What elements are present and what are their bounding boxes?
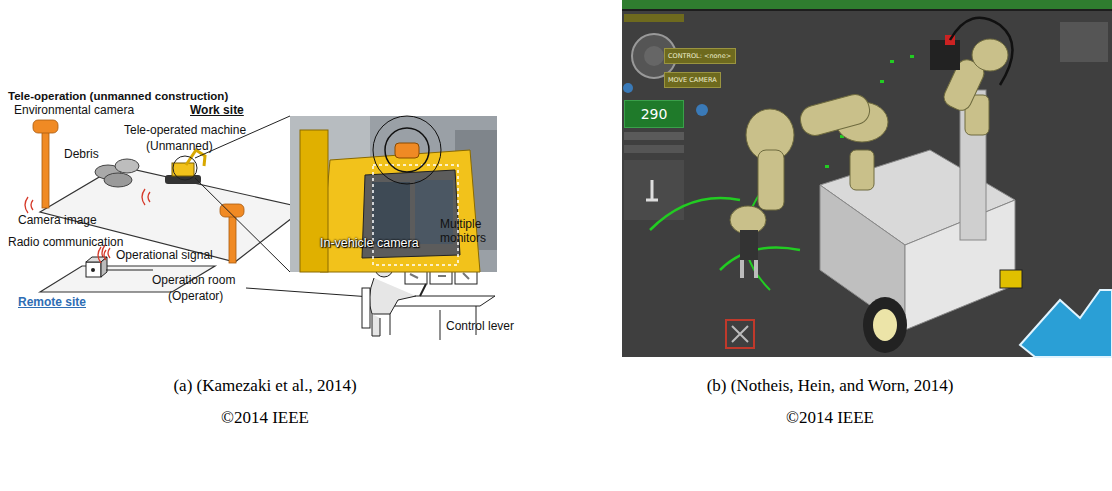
subfigure-caption: (a) (Kamezaki et al., 2014) <box>173 376 356 396</box>
value-display: 290 <box>624 100 684 128</box>
site-label: Remote site <box>18 296 86 310</box>
control-button: CONTROL: <none> <box>664 48 736 64</box>
part-label: (Unmanned) <box>146 140 213 154</box>
part-label: Environmental camera <box>14 104 134 118</box>
part-label: Multiple monitors <box>440 218 502 246</box>
copyright-note: ©2014 IEEE <box>221 408 309 428</box>
site-label: Work site <box>190 104 244 118</box>
figure-heading: Tele-operation (unmanned construction) <box>8 90 228 103</box>
part-label: Radio communication <box>8 236 123 250</box>
node-text: 290 <box>630 106 678 122</box>
control-button: MOVE CAMERA <box>664 72 721 88</box>
part-label: Debris <box>64 148 99 162</box>
part-label: (Operator) <box>168 290 223 304</box>
node-text: MOVE CAMERA <box>668 76 717 84</box>
part-label: Camera image <box>18 214 97 228</box>
camera-callout: In-vehicle camera <box>316 232 423 254</box>
part-label: Operation room <box>152 274 235 288</box>
part-label: Operational signal <box>116 249 213 263</box>
subfigure-caption: (b) (Notheis, Hein, and Worn, 2014) <box>707 376 954 396</box>
node-text: CONTROL: <none> <box>668 52 732 60</box>
part-label: Control lever <box>446 320 514 334</box>
part-label: Tele-operated machine <box>124 124 246 138</box>
node-text: In-vehicle camera <box>320 236 419 250</box>
copyright-note: ©2014 IEEE <box>786 408 874 428</box>
